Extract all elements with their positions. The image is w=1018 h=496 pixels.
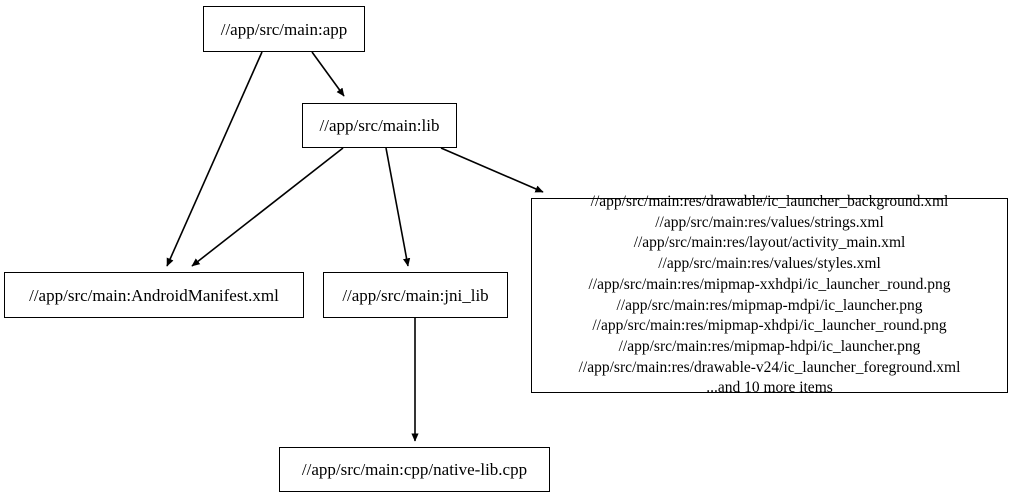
- graph-node-lib[interactable]: //app/src/main:lib: [302, 103, 457, 148]
- graph-node-native-lib-cpp[interactable]: //app/src/main:cpp/native-lib.cpp: [279, 447, 550, 492]
- graph-node-app-label: //app/src/main:app: [220, 19, 348, 39]
- edge-lib-to-res: [440, 147, 544, 193]
- graph-node-app[interactable]: //app/src/main:app: [203, 6, 365, 52]
- graph-node-jni-lib-label: //app/src/main:jni_lib: [342, 285, 489, 305]
- graph-node-androidmanifest[interactable]: //app/src/main:AndroidManifest.xml: [4, 272, 304, 318]
- edge-app-to-lib: [311, 51, 345, 97]
- graph-node-lib-label: //app/src/main:lib: [319, 116, 440, 135]
- edge-lib-to-jni-lib: [385, 147, 411, 267]
- graph-node-native-lib-cpp-label: //app/src/main:cpp/native-lib.cpp: [301, 460, 528, 479]
- edge-lib-to-manifest: [191, 147, 344, 267]
- graph-node-jni-lib[interactable]: //app/src/main:jni_lib: [323, 272, 508, 318]
- graph-node-res-collection[interactable]: //app/src/main:res/drawable/ic_launcher_…: [531, 193, 1008, 396]
- graph-node-res-collection-label: //app/src/main:res/drawable/ic_launcher_…: [578, 193, 961, 397]
- edge-app-to-manifest: [166, 51, 263, 267]
- graph-node-androidmanifest-label: //app/src/main:AndroidManifest.xml: [29, 285, 279, 305]
